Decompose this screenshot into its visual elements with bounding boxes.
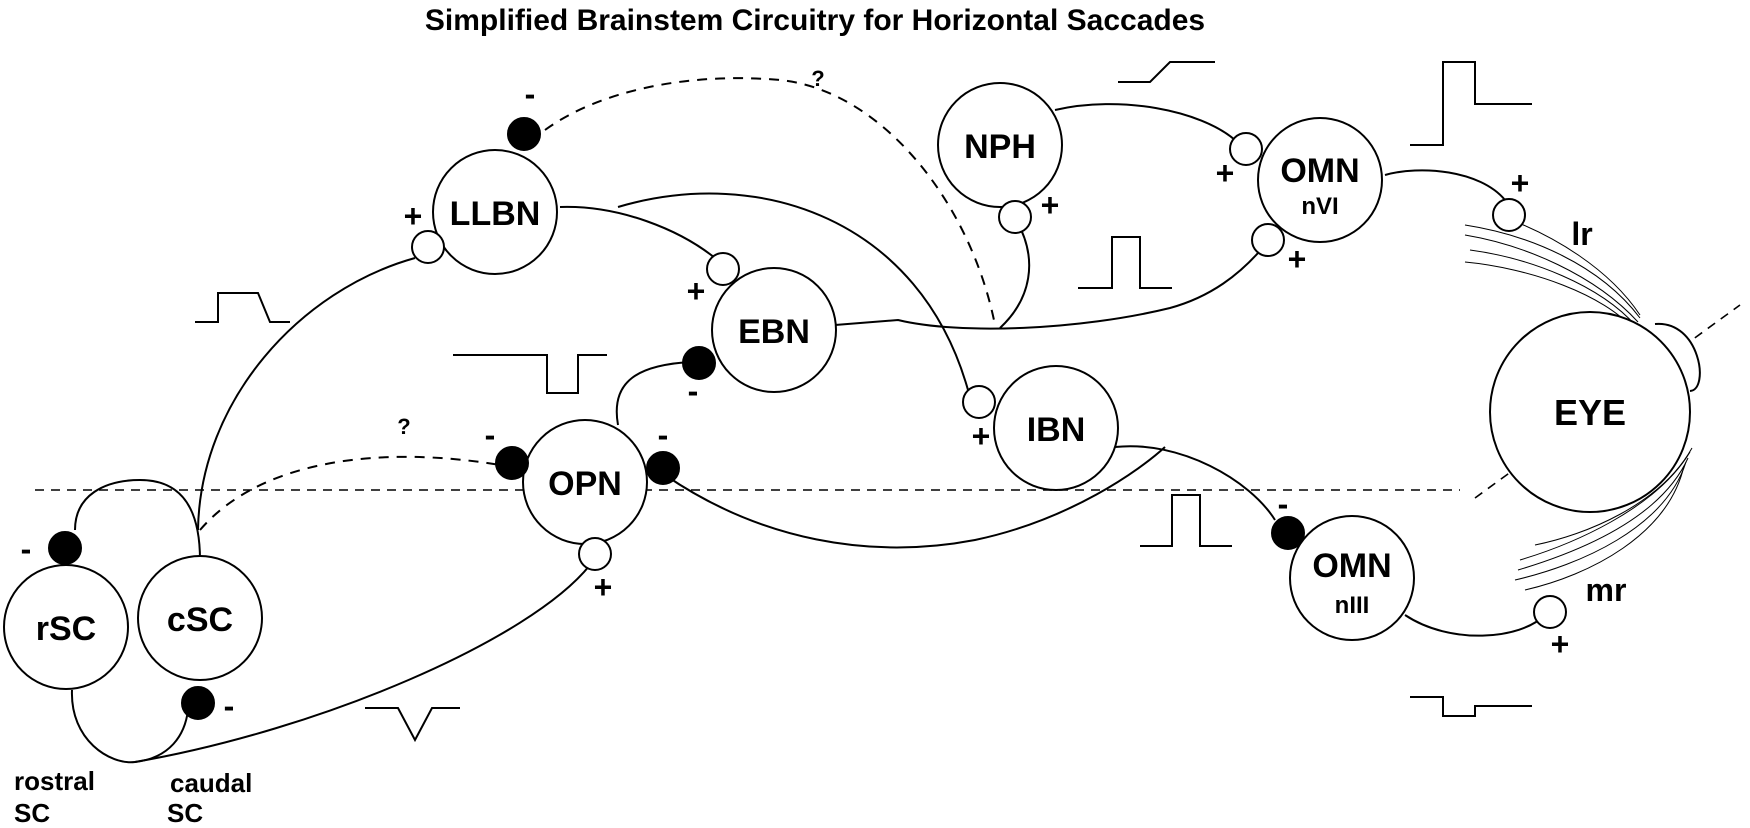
node-ebn: EBN: [711, 267, 837, 393]
node-csc: cSC: [137, 555, 263, 681]
node-opn: OPN: [522, 419, 648, 545]
opn-to-ebn: [615, 361, 691, 426]
node-omn-nvi-label: OMN: [1280, 152, 1359, 190]
sign-rsc-minus: -: [21, 531, 32, 567]
sign-opn-plus: +: [594, 569, 613, 605]
csc-to-opn-dashed: [199, 455, 501, 531]
opn-waveform: [453, 354, 607, 394]
node-omn-niii: OMN nIII: [1289, 515, 1415, 641]
llbn-to-opn-dashed: [544, 77, 996, 326]
node-nph: NPH: [937, 82, 1063, 208]
caudal-sc-label-line2: SC: [167, 798, 203, 828]
node-nph-label: NPH: [964, 128, 1036, 166]
sign-nph-plus: +: [1041, 187, 1060, 223]
sign-opn-minus-right: -: [658, 417, 669, 453]
node-eye: EYE: [1489, 311, 1701, 513]
llbn-to-ebn: [559, 205, 716, 259]
nph-to-omn: [1054, 103, 1236, 141]
nph-to-junction: [999, 217, 1031, 329]
nph-waveform: [1118, 61, 1215, 83]
synapse-csc-inhibitory: [181, 686, 215, 720]
synapse-opn-inhibitory-right: [646, 451, 680, 485]
sign-opn-minus-left: -: [485, 417, 496, 453]
synapse-llbn-inhibitory: [507, 117, 541, 151]
sign-omn-nvi-plus-bottom: +: [1288, 241, 1307, 277]
sign-unknown-middle: ?: [397, 414, 410, 439]
rsc-to-opn: [134, 564, 591, 763]
sign-unknown-top: ?: [811, 66, 824, 91]
rsc-bottom-arc: [70, 689, 189, 764]
synapse-ebn-inhibitory: [682, 346, 716, 380]
sign-mr-plus: +: [1551, 626, 1570, 662]
node-omn-nvi: OMN nVI: [1257, 117, 1383, 243]
sign-ibn-plus: +: [972, 418, 991, 454]
synapse-nph-excitatory: [998, 200, 1032, 234]
synapse-omn-nvi-excitatory-bottom: [1251, 223, 1285, 257]
omn-nvi-to-lr: [1384, 169, 1506, 201]
node-llbn: LLBN: [432, 149, 558, 275]
synapse-opn-inhibitory-left: [495, 446, 529, 480]
diagram-title: Simplified Brainstem Circuitry for Horiz…: [425, 4, 1205, 37]
muscle-mr-label: mr: [1586, 572, 1627, 608]
node-opn-label: OPN: [548, 465, 622, 503]
caudal-sc-label-line1: caudal: [170, 768, 252, 798]
synapse-mr-excitatory: [1533, 595, 1567, 629]
synapse-rsc-inhibitory: [48, 531, 82, 565]
mr-muscle-fibers: [1514, 447, 1693, 591]
rostral-sc-label-line2: SC: [14, 798, 50, 828]
node-llbn-label: LLBN: [450, 195, 541, 233]
sign-llbn-plus: +: [404, 198, 423, 234]
node-csc-label: cSC: [167, 601, 233, 639]
opn-to-ibn: [664, 446, 1166, 549]
muscle-lr-label: lr: [1571, 216, 1592, 252]
rsc-opn-waveform: [365, 707, 460, 743]
sign-ebn-minus: -: [688, 373, 699, 409]
node-ibn: IBN: [993, 365, 1119, 491]
ibn-to-omn-niii: [1114, 445, 1276, 521]
lr-muscle-fibers: [1464, 214, 1641, 331]
sign-csc-minus: -: [224, 688, 235, 724]
synapse-lr-excitatory: [1492, 198, 1526, 232]
sign-llbn-minus: -: [525, 76, 536, 112]
sign-lr-plus: +: [1511, 165, 1530, 201]
ebn-to-omn-nvi: [834, 244, 1266, 330]
node-omn-niii-label: OMN: [1312, 547, 1391, 585]
sign-ebn-plus: +: [687, 273, 706, 309]
sign-omn-niii-minus: -: [1278, 486, 1289, 522]
omn-niii-to-mr: [1404, 614, 1546, 637]
synapse-omn-niii-inhibitory: [1271, 516, 1305, 550]
synapse-llbn-excitatory: [411, 230, 445, 264]
sign-omn-nvi-plus-left: +: [1216, 155, 1235, 191]
omn-nvi-waveform: [1410, 61, 1532, 146]
node-rsc: rSC: [3, 564, 129, 690]
omn-niii-waveform: [1410, 696, 1532, 717]
node-omn-nvi-sublabel: nVI: [1301, 193, 1338, 220]
synapse-ibn-excitatory: [962, 385, 996, 419]
ebn-waveform: [1078, 236, 1172, 289]
synapse-ebn-excitatory: [706, 252, 740, 286]
sc-top-arc: [74, 478, 201, 561]
rostral-sc-label-line1: rostral: [14, 766, 95, 796]
synapse-omn-nvi-excitatory-top: [1229, 132, 1263, 166]
csc-to-llbn: [197, 257, 416, 531]
node-rsc-label: rSC: [36, 610, 96, 648]
node-omn-niii-sublabel: nIII: [1335, 592, 1370, 619]
node-ibn-label: IBN: [1027, 411, 1086, 449]
synapse-opn-excitatory: [578, 537, 612, 571]
node-eye-label: EYE: [1554, 392, 1626, 433]
node-ebn-label: EBN: [738, 313, 810, 351]
llbn-waveform: [195, 292, 290, 323]
ibn-waveform: [1140, 494, 1232, 547]
